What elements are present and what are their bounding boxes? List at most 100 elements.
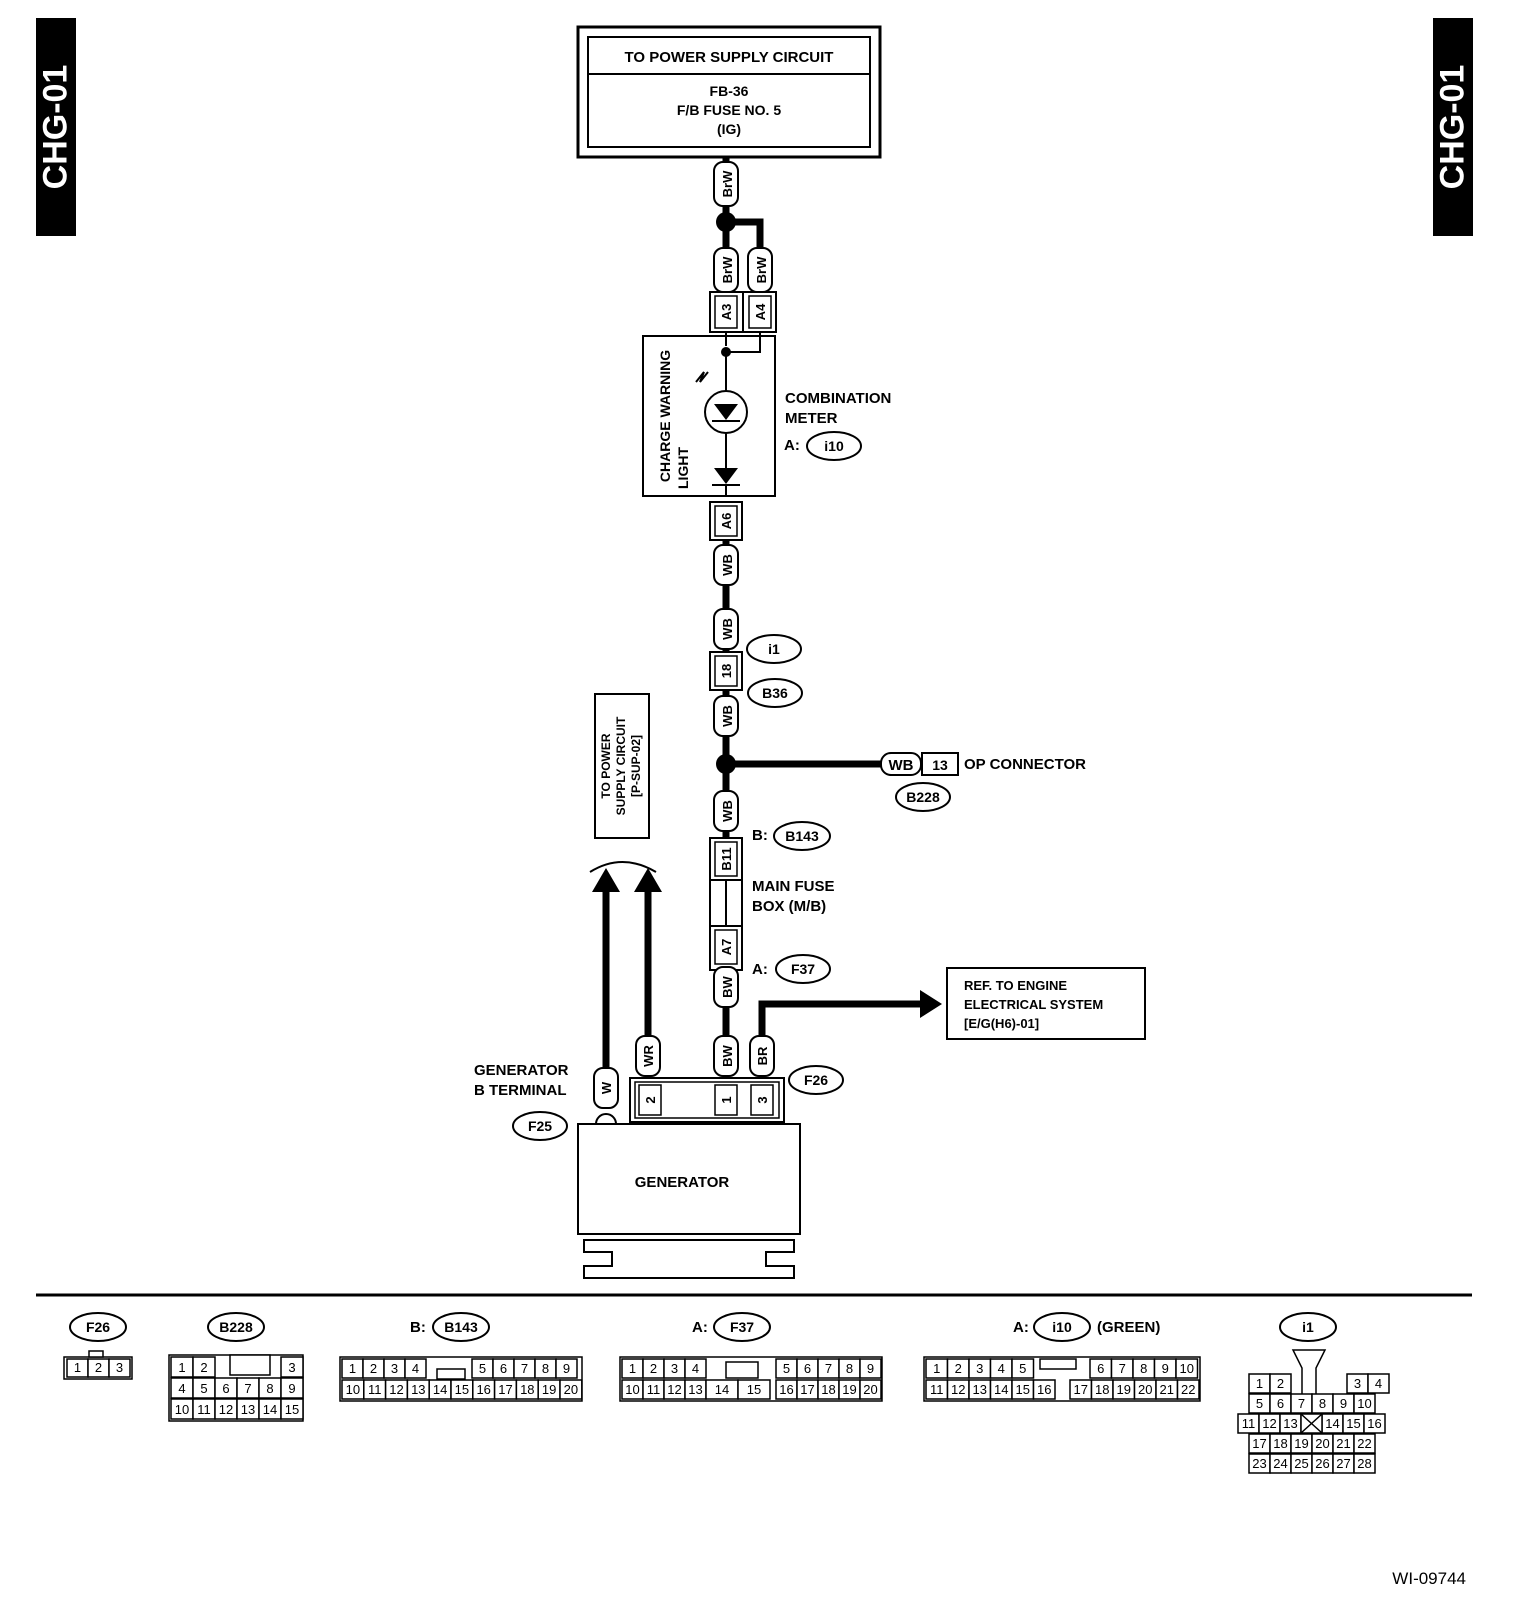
pin-a6: A6 <box>719 513 734 530</box>
generator-label: GENERATOR <box>635 1174 730 1191</box>
splice-op <box>716 754 736 774</box>
main-fuse-box: B11 A7 <box>709 837 743 971</box>
pin-cell: 17 <box>1074 1382 1088 1397</box>
connector-tag-f26: F26 <box>788 1065 844 1095</box>
pin-cell: 7 <box>521 1361 528 1376</box>
pin-cell: 13 <box>973 1382 987 1397</box>
pin-cell: 18 <box>520 1382 534 1397</box>
splice-top <box>716 212 736 232</box>
pin-cell: 15 <box>1346 1416 1360 1431</box>
legend-i10-color: (GREEN) <box>1097 1319 1160 1336</box>
pin-cell: 15 <box>285 1402 299 1417</box>
pin-cell: 19 <box>542 1382 556 1397</box>
svg-text:WB: WB <box>720 800 735 822</box>
svg-text:i10: i10 <box>1052 1319 1072 1335</box>
pin-cell: 2 <box>1277 1376 1284 1391</box>
pin-cell: 20 <box>1138 1382 1152 1397</box>
pin-cell: 2 <box>200 1360 207 1375</box>
pin-cell: 20 <box>564 1382 578 1397</box>
svg-text:WB: WB <box>720 618 735 640</box>
wire-label-brw-a3: BrW <box>713 247 739 293</box>
engine-ref-box: REF. TO ENGINE ELECTRICAL SYSTEM [E/G(H6… <box>946 967 1146 1040</box>
pin-cell: 6 <box>1097 1361 1104 1376</box>
combination-meter-label-2: METER <box>785 410 838 427</box>
pin-cell: 20 <box>863 1382 877 1397</box>
legend-tag-b143: B143 <box>432 1312 490 1342</box>
pins-a3-a4: A3 A4 <box>709 291 777 333</box>
pin-a4: A4 <box>753 303 768 320</box>
pin-cell: 8 <box>1319 1396 1326 1411</box>
svg-text:[E/G(H6)-01]: [E/G(H6)-01] <box>964 1016 1039 1031</box>
svg-text:F25: F25 <box>528 1118 552 1134</box>
wire-label-wb-b36: WB <box>713 695 739 737</box>
legend-tag-b228: B228 <box>207 1312 265 1342</box>
pin-cell: 2 <box>370 1361 377 1376</box>
svg-text:BR: BR <box>755 1046 770 1065</box>
pin-cell: 24 <box>1273 1456 1287 1471</box>
pin-cell: 1 <box>74 1360 81 1375</box>
pin-cell: 25 <box>1294 1456 1308 1471</box>
combination-meter-conn-prefix: A: <box>784 437 800 454</box>
svg-text:F26: F26 <box>86 1319 110 1335</box>
pin-cell: 16 <box>1367 1416 1381 1431</box>
pin-cell: 18 <box>1273 1436 1287 1451</box>
svg-text:F37: F37 <box>730 1319 754 1335</box>
legend-tag-i10: i10 <box>1033 1312 1091 1342</box>
svg-text:F26: F26 <box>804 1072 828 1088</box>
legend-tag-f26: F26 <box>69 1312 127 1342</box>
pin-cell: 1 <box>1256 1376 1263 1391</box>
pin-cell: 6 <box>1277 1396 1284 1411</box>
pin-cell: 11 <box>930 1382 944 1397</box>
svg-text:B228: B228 <box>906 789 940 805</box>
combination-meter-label-1: COMBINATION <box>785 390 891 407</box>
fuse-block-id: FB-36 <box>710 83 749 99</box>
legend-f37-prefix: A: <box>692 1319 708 1336</box>
svg-text:WR: WR <box>641 1045 656 1067</box>
wire-label-wb-b143: WB <box>713 790 739 832</box>
svg-text:1: 1 <box>719 1096 734 1103</box>
pin-cell: 27 <box>1336 1456 1350 1471</box>
pin-cell: 8 <box>846 1361 853 1376</box>
pin-cell: 14 <box>1325 1416 1339 1431</box>
pin-cell: 18 <box>821 1382 835 1397</box>
pin-cell: 4 <box>412 1361 419 1376</box>
wire-label-brw-top: BrW <box>713 161 739 207</box>
pin-cell: 14 <box>433 1382 447 1397</box>
wire-label-bw-gen: BW <box>713 1035 739 1077</box>
svg-text:[P-SUP-02]: [P-SUP-02] <box>629 735 643 797</box>
svg-text:2: 2 <box>643 1096 658 1103</box>
pin-cell: 1 <box>178 1360 185 1375</box>
pin-cell: 4 <box>692 1361 699 1376</box>
svg-text:BrW: BrW <box>720 170 735 197</box>
blank-pin-icon <box>1300 1413 1323 1434</box>
pin-a7: A7 <box>719 939 734 956</box>
pin-cell: 12 <box>667 1382 681 1397</box>
pin-cell: 1 <box>349 1361 356 1376</box>
power-supply-title: TO POWER SUPPLY CIRCUIT <box>625 49 834 66</box>
svg-text:BW: BW <box>720 1044 735 1066</box>
pin-cell: 13 <box>688 1382 702 1397</box>
pin-cell: 5 <box>1256 1396 1263 1411</box>
connector-tag-b143: B143 <box>773 821 831 851</box>
pin-cell: 3 <box>288 1360 295 1375</box>
pin-cell: 10 <box>625 1382 639 1397</box>
wire-label-w: W <box>593 1067 619 1109</box>
pin-cell: 11 <box>368 1382 382 1397</box>
pin-cell: 6 <box>500 1361 507 1376</box>
pin-a6-group: A6 <box>709 501 743 541</box>
op-connector-label: OP CONNECTOR <box>964 756 1086 773</box>
pin-cell: 16 <box>1037 1382 1051 1397</box>
connector-tag-i1: i1 <box>746 634 802 664</box>
pin-cell: 12 <box>389 1382 403 1397</box>
pin-cell: 5 <box>479 1361 486 1376</box>
pin-cell: 4 <box>1375 1376 1382 1391</box>
svg-text:F37: F37 <box>791 961 815 977</box>
svg-text:WB: WB <box>720 554 735 576</box>
fuse-number: F/B FUSE NO. 5 <box>677 102 781 118</box>
connector-tag-f25: F25 <box>512 1111 568 1141</box>
